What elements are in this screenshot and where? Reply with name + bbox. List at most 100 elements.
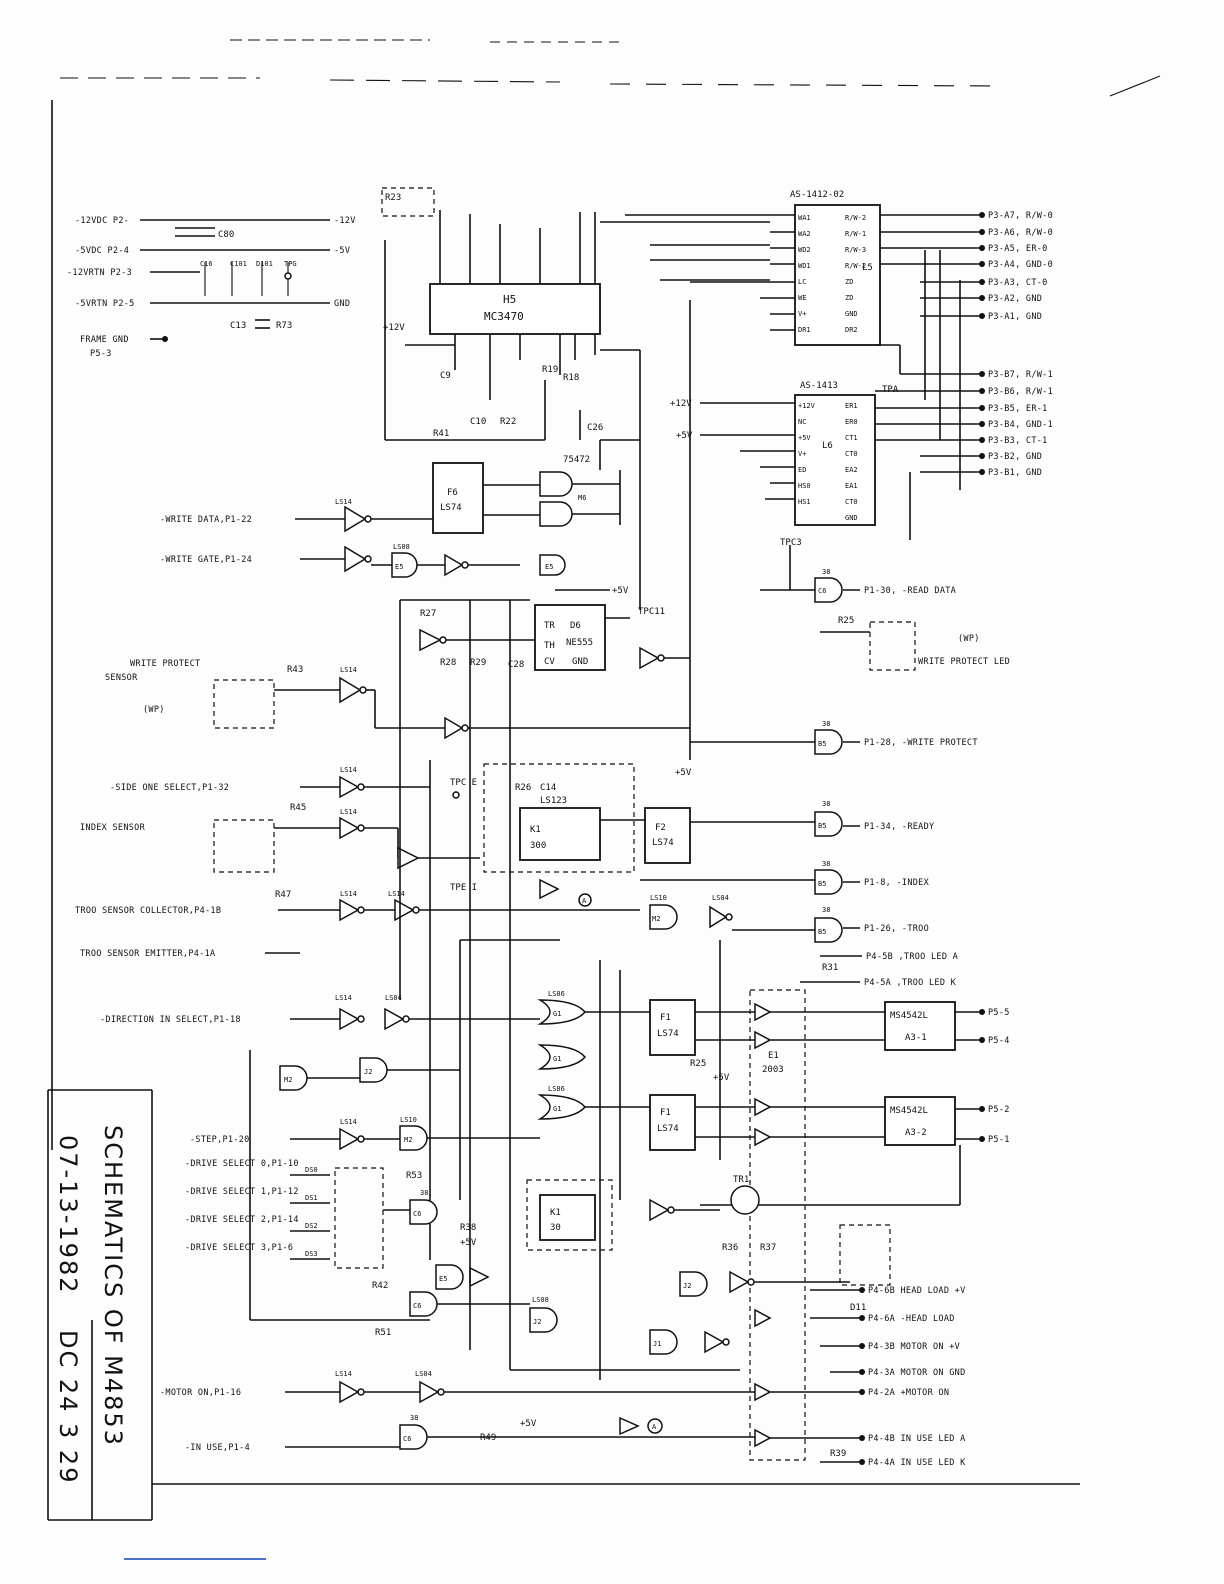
- label-r22: R22: [500, 417, 516, 427]
- svg-text:M2: M2: [652, 915, 660, 923]
- label-5v-l6: +5V: [676, 431, 693, 441]
- net-label-gnd: GND: [334, 299, 350, 309]
- svg-text:P4-5B ,TROO LED A: P4-5B ,TROO LED A: [866, 952, 958, 962]
- title-block: SCHEMATICS OF M4853 07-13-1982 DC 24 3 2…: [47, 1089, 1080, 1521]
- svg-text:LS14: LS14: [340, 666, 357, 674]
- svg-text:38: 38: [410, 1414, 418, 1422]
- label-r19: R19: [542, 365, 558, 375]
- title-text: SCHEMATICS OF M4853: [99, 1125, 127, 1447]
- svg-text:P3-B7, R/W-1: P3-B7, R/W-1: [988, 370, 1053, 380]
- svg-text:WRITE PROTECT LED: WRITE PROTECT LED: [918, 657, 1010, 667]
- svg-text:P3-A7, R/W-0: P3-A7, R/W-0: [988, 211, 1053, 221]
- label-r49: R49: [480, 1433, 496, 1443]
- troo-sensor: TROO SENSOR COLLECTOR,P4-1B R47 LS14 LS1…: [75, 883, 958, 988]
- svg-text:C6: C6: [403, 1435, 411, 1443]
- svg-text:MS4542L: MS4542L: [890, 1106, 928, 1116]
- svg-text:E5: E5: [439, 1275, 447, 1283]
- label-c14: C14: [540, 783, 556, 793]
- label-5v-timer: +5V: [612, 586, 629, 596]
- svg-text:38: 38: [822, 720, 830, 728]
- svg-text:R/W-2: R/W-2: [845, 262, 866, 270]
- svg-text:G1: G1: [553, 1055, 561, 1063]
- svg-text:(WP): (WP): [143, 705, 165, 715]
- svg-text:P1-26, -TROO: P1-26, -TROO: [864, 924, 929, 934]
- side-select: -SIDE ONE SELECT,P1-32 LS14: [110, 760, 431, 1260]
- svg-text:B5: B5: [818, 928, 826, 936]
- net-label-12v: -12V: [334, 216, 356, 226]
- svg-text:A: A: [582, 897, 587, 905]
- svg-text:-DRIVE SELECT 0,P1-10: -DRIVE SELECT 0,P1-10: [185, 1159, 299, 1169]
- power-label-frame-gnd: FRAME GND: [80, 335, 129, 345]
- svg-text:AS-1413: AS-1413: [800, 381, 838, 391]
- svg-text:DS1: DS1: [305, 1194, 318, 1202]
- svg-text:K1: K1: [550, 1208, 561, 1218]
- svg-text:P1-28, -WRITE PROTECT: P1-28, -WRITE PROTECT: [864, 738, 978, 748]
- svg-text:P3-B5, ER-1: P3-B5, ER-1: [988, 404, 1048, 414]
- svg-text:B5: B5: [818, 740, 826, 748]
- label-r39: R39: [830, 1449, 846, 1459]
- svg-text:LS04: LS04: [385, 994, 402, 1002]
- svg-text:LS86: LS86: [548, 1085, 565, 1093]
- svg-text:(WP): (WP): [958, 634, 980, 644]
- svg-text:J2: J2: [683, 1282, 691, 1290]
- svg-text:NC: NC: [798, 418, 806, 426]
- label-c13: C13: [230, 321, 246, 331]
- drive-select: -DRIVE SELECT 0,P1-10 -DRIVE SELECT 1,P1…: [185, 1159, 530, 1338]
- svg-text:LC: LC: [798, 278, 806, 286]
- svg-text:P5-1: P5-1: [988, 1135, 1010, 1145]
- svg-text:75472: 75472: [563, 455, 590, 465]
- svg-text:EA1: EA1: [845, 482, 858, 490]
- svg-text:ZD: ZD: [845, 278, 853, 286]
- label-d11: D11: [850, 1303, 866, 1313]
- svg-text:+12V: +12V: [798, 402, 816, 410]
- svg-text:C6: C6: [413, 1210, 421, 1218]
- label-r23: R23: [385, 193, 401, 203]
- svg-text:LS14: LS14: [340, 1118, 357, 1126]
- label-r27: R27: [420, 609, 436, 619]
- index-sensor: INDEX SENSOR R45 LS14 TPC E R26 C14 LS12…: [80, 763, 934, 907]
- svg-text:P4-3A MOTOR ON GND: P4-3A MOTOR ON GND: [868, 1368, 966, 1378]
- svg-text:B5: B5: [818, 880, 826, 888]
- svg-text:V+: V+: [798, 310, 806, 318]
- label-r51: R51: [375, 1328, 391, 1338]
- svg-text:DS0: DS0: [305, 1166, 318, 1174]
- svg-text:TPE I: TPE I: [450, 883, 477, 893]
- label-d101: D101: [256, 260, 273, 268]
- svg-text:R/W-2: R/W-2: [845, 214, 866, 222]
- svg-text:LS10: LS10: [400, 1116, 417, 1124]
- svg-text:DR2: DR2: [845, 326, 858, 334]
- label-r38: R38: [460, 1223, 476, 1233]
- svg-text:C6: C6: [818, 587, 826, 595]
- svg-text:R/W-3: R/W-3: [845, 246, 866, 254]
- motor-inuse: -MOTOR ON,P1-16 LS14 LS04 P4-2A +MOTOR O…: [160, 1370, 966, 1468]
- svg-text:GND: GND: [845, 310, 858, 318]
- svg-text:38: 38: [822, 906, 830, 914]
- svg-text:CT1: CT1: [845, 434, 858, 442]
- svg-text:LS08: LS08: [532, 1296, 549, 1304]
- label-r28: R28: [440, 658, 456, 668]
- svg-text:HS0: HS0: [798, 482, 811, 490]
- power-section: -12VDC P2- -12V -5VDC P2-4 -5V -12VRTN P…: [67, 216, 356, 359]
- svg-text:WA2: WA2: [798, 230, 811, 238]
- label-r53: R53: [406, 1171, 422, 1181]
- svg-text:LS14: LS14: [335, 994, 352, 1002]
- svg-text:AS-1412-02: AS-1412-02: [790, 190, 844, 200]
- label-c16: C16: [200, 260, 213, 268]
- svg-text:E1: E1: [768, 1051, 779, 1061]
- svg-text:LS74: LS74: [657, 1029, 679, 1039]
- svg-text:V+: V+: [798, 450, 806, 458]
- label-r43: R43: [287, 665, 303, 675]
- svg-text:E5: E5: [395, 563, 403, 571]
- svg-text:G1: G1: [553, 1105, 561, 1113]
- svg-text:CV: CV: [544, 657, 555, 667]
- svg-text:LS14: LS14: [335, 1370, 352, 1378]
- svg-text:P1-30, -READ DATA: P1-30, -READ DATA: [864, 586, 956, 596]
- label-tpc3: TPC3: [780, 538, 802, 548]
- svg-text:P5-4: P5-4: [988, 1036, 1010, 1046]
- svg-text:J2: J2: [364, 1068, 372, 1076]
- svg-text:H5: H5: [503, 293, 516, 306]
- svg-text:WRITE PROTECT: WRITE PROTECT: [130, 659, 200, 669]
- svg-text:F6: F6: [447, 488, 458, 498]
- svg-text:-WRITE DATA,P1-22: -WRITE DATA,P1-22: [160, 515, 252, 525]
